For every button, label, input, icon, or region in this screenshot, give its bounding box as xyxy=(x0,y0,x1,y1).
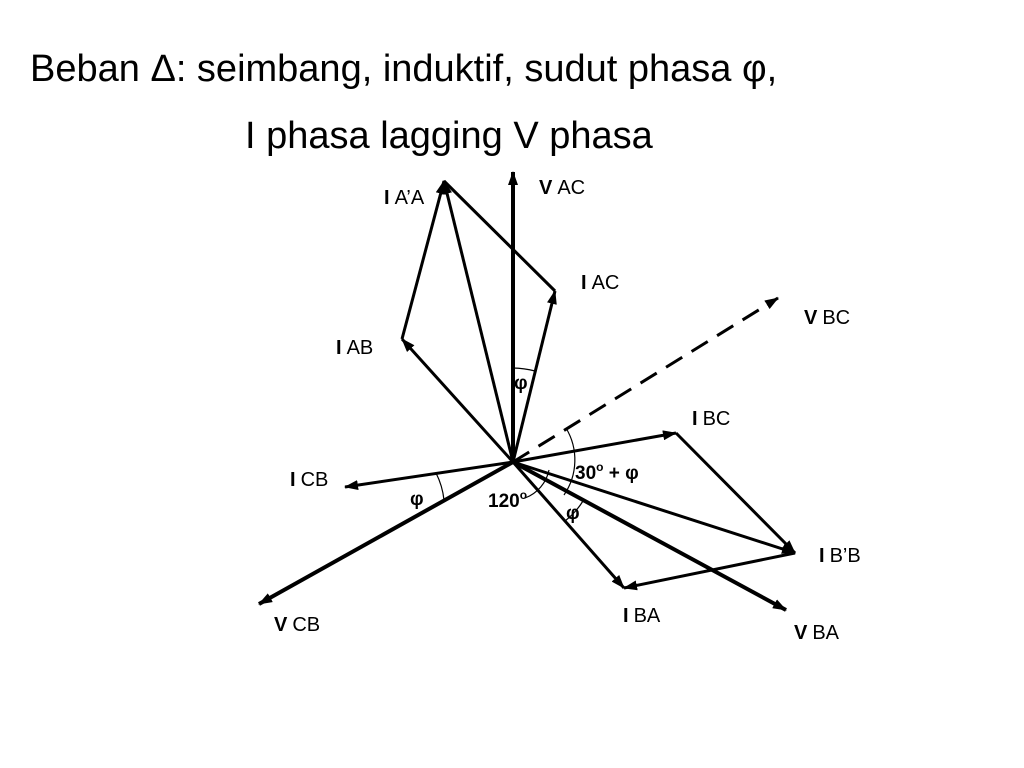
i-ac-vector xyxy=(511,290,557,463)
angle-120: 120o xyxy=(488,488,527,512)
i-bc-vector xyxy=(512,430,677,464)
v-bc-vector xyxy=(512,296,779,464)
title-line-2: I phasa lagging V phasa xyxy=(245,115,653,157)
angle-phi-bottom: φ xyxy=(566,503,580,524)
i-ab-vector xyxy=(400,337,515,464)
arc-30-plus-phi xyxy=(563,427,576,496)
i-cb-vector xyxy=(344,460,514,491)
arc-phi-left xyxy=(435,472,445,501)
angle-phi-left: φ xyxy=(410,489,424,510)
i-ba-vector xyxy=(511,461,626,589)
angle-30-plus-phi: 30o + φ xyxy=(575,460,639,484)
construction-bb-to-ba xyxy=(623,551,796,591)
construction-bc-to-bb xyxy=(674,431,797,555)
i-aa-vector xyxy=(442,180,515,463)
title-line-1: Beban Δ: seimbang, induktif, sudut phasa… xyxy=(30,48,778,90)
arc-120 xyxy=(524,469,550,499)
construction-aa-to-ac xyxy=(442,179,557,293)
arc-phi-bottom xyxy=(564,500,584,522)
arc-phi-top xyxy=(512,367,536,372)
construction-ab-to-aa xyxy=(400,180,446,340)
v-ba-vector xyxy=(512,460,787,612)
angle-phi-top: φ xyxy=(514,373,528,394)
i-bb-vector xyxy=(512,460,796,555)
v-cb-vector xyxy=(258,460,514,606)
